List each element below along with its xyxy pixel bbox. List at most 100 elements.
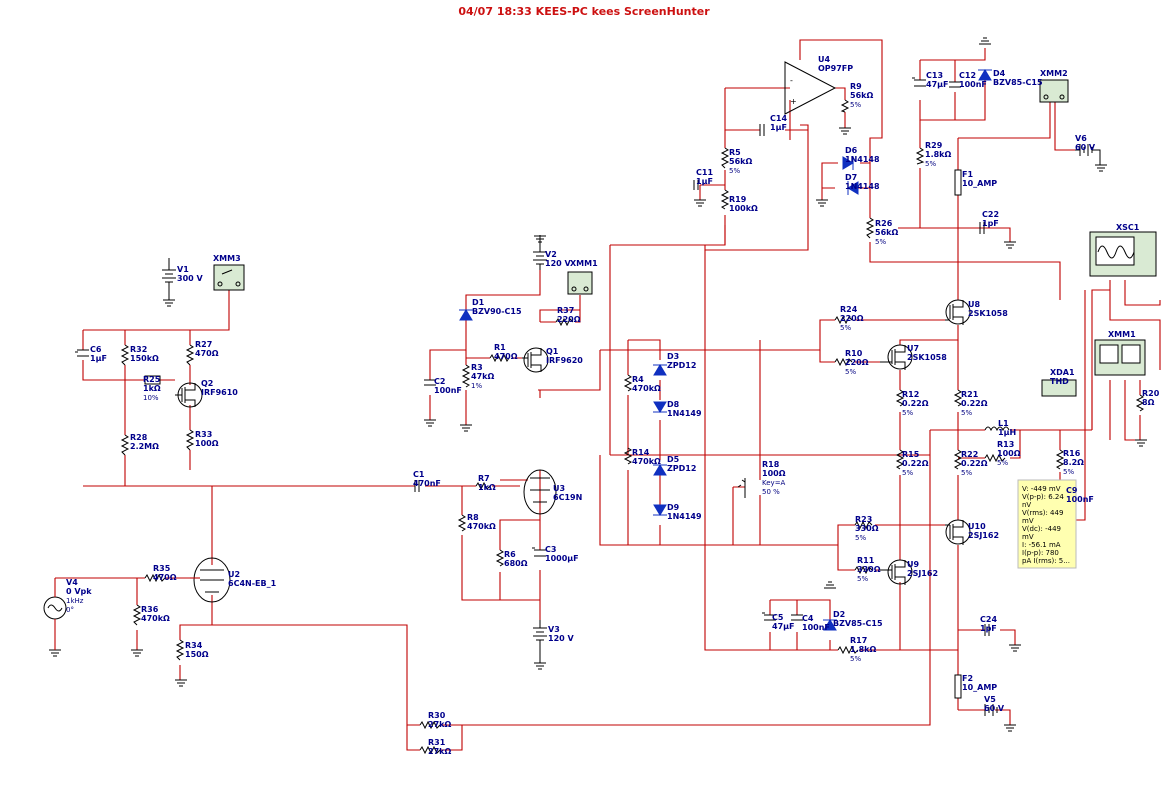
value-r9-value: 56kΩ <box>850 91 873 100</box>
value-r21-extra: 5% <box>961 409 972 417</box>
label-q1: Q1 <box>546 347 559 356</box>
opamp-u4[interactable]: - + <box>784 61 837 115</box>
label-r24: R24 <box>840 305 858 314</box>
label-r35: R35 <box>153 564 171 573</box>
label-d8: D8 <box>667 400 680 409</box>
value-r10-value: 220Ω <box>845 358 869 367</box>
svg-text:+: + <box>790 97 797 106</box>
value-v2-value: 120 V <box>545 259 571 268</box>
value-r8-value: 470kΩ <box>467 522 496 531</box>
multimeter-xmm3[interactable] <box>213 264 245 291</box>
distortion-analyzer-xda1[interactable] <box>1041 379 1077 397</box>
label-r6: R6 <box>504 550 516 559</box>
value-r24-value: 220Ω <box>840 314 864 323</box>
label-d5: D5 <box>667 455 680 464</box>
inductor-l1[interactable] <box>984 426 1010 432</box>
label-r18: R18 <box>762 460 780 469</box>
multimeter-xmm1-top[interactable] <box>567 271 593 295</box>
value-u2-value: 6C4N-EB_1 <box>228 579 277 588</box>
label-c11: C11 <box>696 168 713 177</box>
value-r5-value: 56kΩ <box>729 157 752 166</box>
label-c22: C22 <box>982 210 999 219</box>
tube-u3[interactable] <box>523 469 557 515</box>
label-r4: R4 <box>632 375 644 384</box>
label-r9: R9 <box>850 82 862 91</box>
value-u3-value: 6C19N <box>553 493 582 502</box>
value-c22-value: 1pF <box>982 219 999 228</box>
label-d2: D2 <box>833 610 845 619</box>
probe-line: V: -449 mV <box>1022 485 1061 493</box>
value-u10-value: 2SJ162 <box>968 531 999 540</box>
label-v2: V2 <box>545 250 557 259</box>
label-xmm2: XMM2 <box>1040 69 1068 78</box>
value-d1-value: BZV90-C15 <box>472 307 522 316</box>
value-r21-value: 0.22Ω <box>961 399 988 408</box>
label-r31: R31 <box>428 738 446 747</box>
value-r20-value: 8Ω <box>1142 398 1155 407</box>
value-c11-value: 1µF <box>696 177 713 186</box>
diodes[interactable] <box>459 69 992 631</box>
label-r8: R8 <box>467 513 479 522</box>
battery-v6-symbol[interactable] <box>1075 144 1101 165</box>
value-c13-value: 47µF <box>926 80 948 89</box>
value-u9-value: 2SJ162 <box>907 569 938 578</box>
battery-v1-symbol[interactable] <box>162 258 176 300</box>
svg-text:-: - <box>790 76 793 85</box>
label-r36: R36 <box>141 605 159 614</box>
ac-source-v4[interactable] <box>43 578 67 650</box>
battery-v5-symbol[interactable] <box>984 704 998 716</box>
value-c3-value: 1000µF <box>545 554 579 563</box>
value-r25-extra: 10% <box>143 394 159 402</box>
label-r28: R28 <box>130 433 148 442</box>
value-r26-extra: 5% <box>875 238 886 246</box>
value-d7-value: 1N4148 <box>845 182 880 191</box>
value-c14-value: 1µF <box>770 123 787 132</box>
battery-v2-symbol[interactable] <box>533 235 547 270</box>
label-d1: D1 <box>472 298 485 307</box>
oscilloscope-xsc1[interactable] <box>1089 231 1157 277</box>
label-c14: C14 <box>770 114 787 123</box>
label-r17: R17 <box>850 636 867 645</box>
label-c4: C4 <box>802 614 814 623</box>
probe-line: pA I(rms): 5... <box>1022 557 1070 565</box>
label-r21: R21 <box>961 390 979 399</box>
label-r10: R10 <box>845 349 863 358</box>
label-r37: R37 <box>557 306 574 315</box>
label-r11: R11 <box>857 556 875 565</box>
label-xda1: XDA1 <box>1050 368 1075 377</box>
label-r23: R23 <box>855 515 872 524</box>
value-r13-value: 100Ω <box>997 449 1021 458</box>
multimeter-xmm2[interactable] <box>1039 79 1069 103</box>
fuses[interactable] <box>954 169 962 699</box>
value-v4-extra: 1kHz <box>66 597 84 605</box>
value-u7-value: 2SK1058 <box>907 353 947 362</box>
label-c3: C3 <box>545 545 556 554</box>
wires <box>55 39 1161 751</box>
resistors[interactable] <box>120 99 1145 755</box>
capacitors[interactable] <box>75 77 1066 636</box>
label-r16: R16 <box>1063 449 1081 458</box>
label-c2: C2 <box>434 377 445 386</box>
value-c5-value: 47µF <box>772 622 794 631</box>
mosfets[interactable] <box>175 299 971 585</box>
probe-line: V(rms): 449 <box>1022 509 1063 517</box>
label-r5: R5 <box>729 148 741 157</box>
value-d3-value: ZPD12 <box>667 361 696 370</box>
value-r32-value: 150kΩ <box>130 354 159 363</box>
label-r1: R1 <box>494 343 506 352</box>
label-u8: U8 <box>968 300 980 309</box>
value-d9-value: 1N4149 <box>667 512 702 521</box>
value-f2-value: 10_AMP <box>962 683 997 692</box>
multimeter-xmm1-right[interactable] <box>1094 339 1146 376</box>
value-r18-value: 100Ω <box>762 469 786 478</box>
battery-v3-symbol[interactable] <box>533 620 547 663</box>
value-r10-extra: 5% <box>845 368 856 376</box>
tube-u2[interactable] <box>190 557 231 603</box>
value-r29-value: 1.8kΩ <box>925 150 951 159</box>
value-c1-value: 470nF <box>413 479 441 488</box>
value-c24-value: 1pF <box>980 624 997 633</box>
label-v6: V6 <box>1075 134 1087 143</box>
label-r22: R22 <box>961 450 978 459</box>
